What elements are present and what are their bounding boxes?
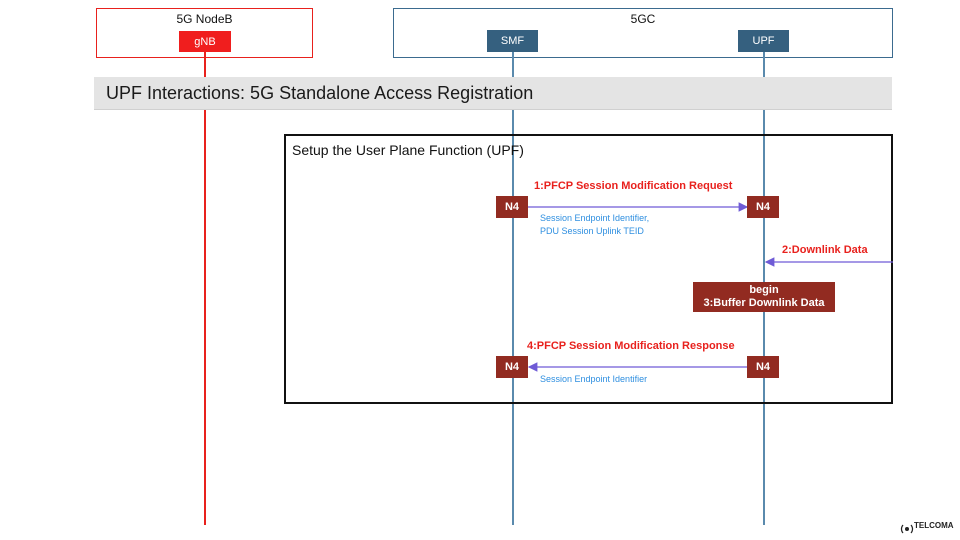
buffer-action-box: begin 3:Buffer Downlink Data [693,282,835,312]
gnb-entity: gNB [179,31,231,52]
signal-icon [900,524,914,534]
message-1-note-line-1: Session Endpoint Identifier, [540,213,650,223]
message-1-note: Session Endpoint Identifier, PDU Session… [540,212,649,238]
smf-n4-box-2: N4 [496,356,528,378]
core-group-title: 5GC [630,12,656,26]
message-4-note: Session Endpoint Identifier [540,373,647,386]
logo-name: TELCOMA [914,521,954,530]
core-group-box: 5GC [393,8,893,58]
smf-entity: SMF [487,30,538,52]
message-2-label: 2:Downlink Data [782,244,868,256]
message-1-note-line-2: PDU Session Uplink TEID [540,226,644,236]
setup-title: Setup the User Plane Function (UPF) [292,142,524,158]
message-4-label: 4:PFCP Session Modification Response [527,340,735,352]
upf-n4-box-2: N4 [747,356,779,378]
message-4-note-line-1: Session Endpoint Identifier [540,374,648,384]
banner-title: UPF Interactions: 5G Standalone Access R… [106,83,534,103]
upf-entity: UPF [738,30,789,52]
gnb-lifeline [204,50,206,525]
telcoma-logo: TELCOMA [900,521,956,537]
upf-n4-box-1: N4 [747,196,779,218]
smf-n4-box-1: N4 [496,196,528,218]
action-line-1: begin [749,284,779,296]
ran-group-title: 5G NodeB [176,12,233,26]
setup-upf-frame [284,134,893,404]
action-line-2: 3:Buffer Downlink Data [703,297,825,309]
procedure-banner: UPF Interactions: 5G Standalone Access R… [94,77,892,110]
message-1-label: 1:PFCP Session Modification Request [534,180,733,192]
smf-lifeline [512,50,514,525]
